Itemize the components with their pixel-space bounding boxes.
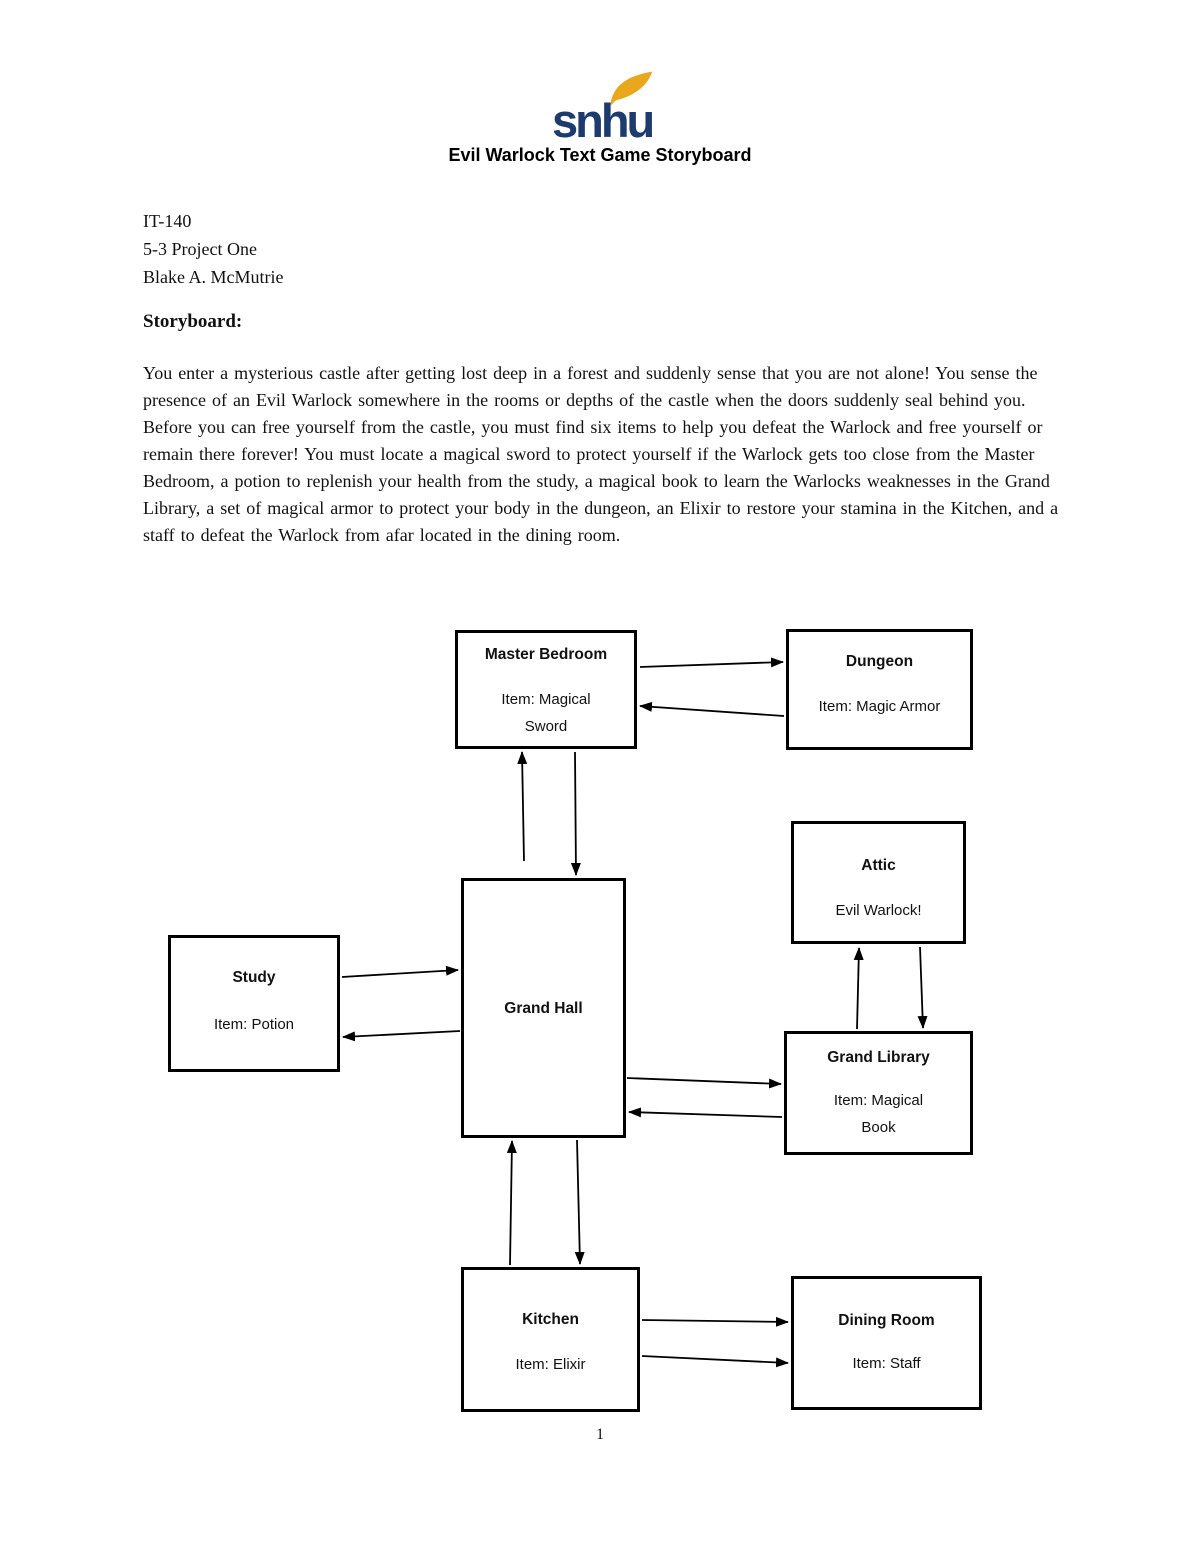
arrow-dungeon-to-master-bedroom xyxy=(639,701,785,717)
page-number: 1 xyxy=(596,1426,604,1443)
room-box-master-bedroom: Master Bedroom Item: Magical Sword xyxy=(455,630,637,749)
room-item: Item: Potion xyxy=(213,1016,295,1033)
room-title: Attic xyxy=(861,857,896,874)
arrow-grand-library-to-attic xyxy=(853,947,864,1030)
storyboard-paragraph: You enter a mysterious castle after gett… xyxy=(143,363,1059,545)
arrow-kitchen-to-grand-hall xyxy=(506,1140,517,1266)
arrow-kitchen-to-dining-room-upper xyxy=(641,1316,789,1327)
meta-block: IT-140 5-3 Project One Blake A. McMutrie xyxy=(143,207,283,291)
author-name: Blake A. McMutrie xyxy=(143,267,284,287)
room-item: Item: Magical Sword xyxy=(501,691,591,735)
arrow-grand-hall-to-master-bedroom xyxy=(517,751,528,862)
arrow-grand-hall-to-grand-library xyxy=(626,1077,782,1089)
room-box-study: Study Item: Potion xyxy=(168,935,340,1072)
room-box-grand-hall: Grand Hall xyxy=(461,878,626,1138)
room-box-dungeon: Dungeon Item: Magic Armor xyxy=(786,629,973,750)
room-title: Kitchen xyxy=(522,1311,579,1328)
assignment-name: 5-3 Project One xyxy=(143,239,257,259)
room-box-attic: Attic Evil Warlock! xyxy=(791,821,966,944)
logo-text: snhu xyxy=(552,94,655,147)
course-code: IT-140 xyxy=(143,211,192,231)
room-box-kitchen: Kitchen Item: Elixir xyxy=(461,1267,640,1412)
room-box-grand-library: Grand Library Item: Magical Book xyxy=(784,1031,973,1155)
room-item: Evil Warlock! xyxy=(835,902,922,919)
arrow-master-bedroom-to-grand-hall xyxy=(570,751,581,876)
document-title: Evil Warlock Text Game Storyboard xyxy=(448,145,752,165)
arrow-kitchen-to-dining-room-lower xyxy=(641,1355,789,1368)
room-title: Master Bedroom xyxy=(484,646,608,663)
snhu-logo: snhu xyxy=(552,71,655,144)
room-item: Item: Magic Armor xyxy=(818,698,941,715)
room-box-dining-room: Dining Room Item: Staff xyxy=(791,1276,982,1410)
arrow-grand-library-to-grand-hall xyxy=(628,1107,783,1118)
room-title: Dining Room xyxy=(838,1312,935,1329)
arrow-master-bedroom-to-dungeon xyxy=(639,657,784,668)
room-item: Item: Magical Book xyxy=(833,1092,924,1136)
leaf-icon xyxy=(609,71,653,106)
arrow-grand-hall-to-kitchen xyxy=(574,1139,585,1265)
arrow-grand-hall-to-study xyxy=(342,1030,461,1042)
room-item: Item: Staff xyxy=(852,1355,921,1372)
arrow-attic-to-grand-library xyxy=(917,946,928,1029)
room-title: Grand Hall xyxy=(504,999,583,1017)
section-heading: Storyboard: xyxy=(143,311,243,332)
room-title: Dungeon xyxy=(845,653,914,670)
room-title: Grand Library xyxy=(827,1049,930,1066)
room-item: Item: Elixir xyxy=(515,1356,586,1373)
room-title: Study xyxy=(232,969,276,986)
arrow-study-to-grand-hall xyxy=(341,965,459,978)
